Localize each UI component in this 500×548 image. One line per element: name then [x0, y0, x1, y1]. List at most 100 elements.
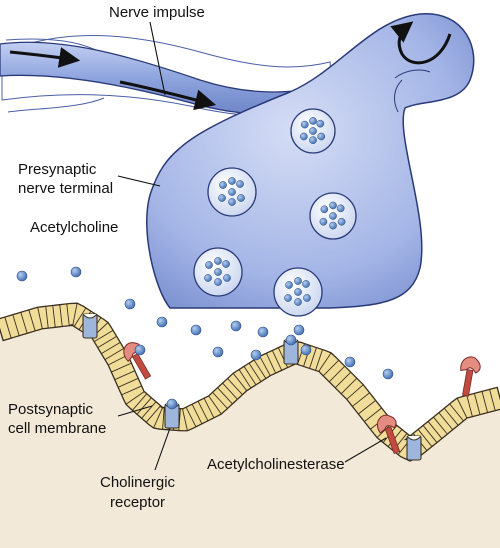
membrane-segment-divider	[346, 384, 364, 400]
membrane-segment-divider	[456, 397, 468, 419]
acetylcholine-molecule	[344, 356, 356, 368]
vesicle-acetylcholine	[309, 117, 317, 125]
membrane-segment-divider	[227, 378, 243, 395]
label-cholinergic-2: receptor	[110, 494, 165, 511]
vesicle-acetylcholine	[329, 221, 337, 230]
membrane-segment-divider	[422, 425, 438, 443]
acetylcholine-molecule	[190, 324, 202, 336]
nerve-impulse-arrow-2	[119, 80, 217, 111]
membrane-segment-divider	[20, 312, 28, 334]
vesicle-acetylcholine	[219, 181, 227, 189]
membrane-segment-divider	[265, 353, 277, 374]
membrane-segment-divider	[334, 371, 352, 389]
bound-acetylcholine	[166, 398, 178, 410]
label-nerve-impulse: Nerve impulse	[109, 4, 205, 21]
membrane-segment-divider	[28, 309, 36, 332]
membrane-segment-divider	[153, 407, 163, 429]
membrane-segment-divider	[315, 349, 323, 371]
membrane-segment-divider	[243, 366, 257, 386]
membrane-segment-divider	[111, 362, 132, 373]
vesicle-acetylcholine	[336, 204, 345, 213]
vesicle-acetylcholine	[299, 132, 308, 141]
membrane-segment-divider	[97, 335, 117, 349]
enzyme-head	[460, 356, 481, 374]
acetylcholine-molecule	[70, 266, 82, 278]
membrane-segment-divider	[59, 304, 63, 327]
vesicle-acetylcholine	[337, 217, 346, 226]
membrane-segment-divider	[104, 347, 125, 361]
acetylcholine-molecule	[156, 316, 168, 328]
vesicle-acetylcholine	[316, 119, 325, 128]
membrane-band	[0, 302, 500, 462]
membrane-segment-divider	[352, 392, 370, 407]
vesicle-acetylcholine	[302, 280, 310, 288]
membrane-segment-divider	[417, 429, 433, 447]
membrane-segment-divider	[101, 341, 121, 355]
membrane-segment-divider	[37, 307, 43, 329]
membrane-segment-divider	[72, 303, 78, 325]
vesicle-acetylcholine	[284, 294, 292, 302]
vesicle-acetylcholine	[228, 188, 236, 196]
vesicle-acetylcholine	[285, 281, 293, 289]
receptor-binding-site	[406, 435, 422, 441]
vesicle-acetylcholine	[300, 120, 309, 129]
vesicle-acetylcholine	[309, 136, 317, 145]
acetylcholinesterase-enzyme	[376, 414, 401, 454]
enzyme-stalk	[462, 369, 474, 397]
membrane-segment-divider	[253, 359, 267, 379]
acetylcholine-molecule	[382, 368, 394, 380]
enzyme-stalk	[131, 352, 152, 380]
postsynaptic-leader	[117, 405, 153, 417]
acetylcholine-molecule	[212, 346, 224, 358]
vesicle-acetylcholine	[228, 198, 236, 206]
vesicle-acetylcholine	[317, 132, 326, 141]
membrane-segment-divider	[438, 412, 454, 431]
vesicle-acetylcholine	[303, 294, 311, 302]
membrane-segment-divider	[271, 350, 283, 371]
membrane-segment-divider	[93, 329, 114, 343]
nerve-impulse-arrow-3	[390, 21, 452, 65]
membrane-segment-divider	[473, 393, 481, 415]
vesicle-acetylcholine	[319, 217, 328, 226]
acetylcholine-molecule	[293, 324, 305, 336]
membrane-segment-divider	[449, 403, 464, 422]
vesicle-acetylcholine	[222, 260, 230, 268]
membrane-segment-divider	[496, 387, 500, 400]
membrane-segment-divider	[4, 316, 12, 339]
membrane-segment-divider	[328, 365, 346, 383]
membrane-segment-divider	[309, 347, 317, 369]
postsynaptic-membrane	[0, 302, 500, 462]
membrane-segment-divider	[340, 377, 358, 395]
vesicle-acetylcholine	[204, 274, 212, 282]
membrane-segment-divider	[141, 401, 157, 419]
membrane-segment-divider	[489, 389, 496, 411]
membrane-segment-divider	[182, 409, 188, 431]
acetylcholine-molecule	[250, 349, 262, 361]
membrane-segment-divider	[197, 400, 209, 422]
membrane-segment-divider	[208, 395, 222, 415]
membrane-segment-divider	[232, 373, 248, 391]
membrane-segment-divider	[191, 403, 203, 425]
acetylcholine-molecule	[230, 320, 242, 332]
vesicle-acetylcholine	[320, 205, 329, 214]
membrane-segment-divider	[238, 369, 252, 389]
label-presynaptic-1: Presynaptic	[18, 161, 97, 178]
membrane-segment-divider	[259, 356, 271, 376]
enzyme-stalk	[384, 426, 401, 454]
nerve-impulse-arrow-1	[9, 47, 81, 68]
membrane-segment-divider	[217, 387, 233, 405]
acetylcholinesterase-leader	[344, 437, 387, 463]
membrane-segment-divider	[0, 328, 4, 341]
vesicle-acetylcholine	[237, 194, 245, 202]
membrane-segment-divider	[433, 416, 448, 435]
acetylcholine-molecules	[16, 266, 394, 380]
vesicle-acetylcholine	[228, 177, 236, 185]
membrane-segment-divider	[222, 382, 238, 400]
vesicle-acetylcholine	[294, 277, 302, 285]
membrane-segment-divider	[443, 407, 459, 426]
membrane-segment-divider	[318, 352, 332, 372]
membrane-segment-divider	[12, 314, 20, 336]
cholinergic-leader	[154, 427, 171, 471]
